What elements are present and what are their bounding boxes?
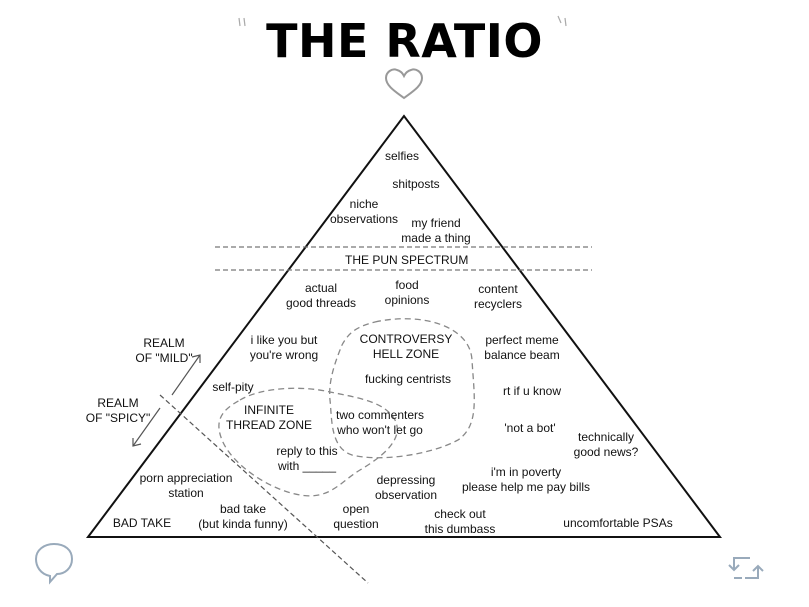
realm-spicy-label: REALM OF "SPICY"	[85, 396, 151, 425]
item-porn-appreciation: porn appreciation station	[139, 471, 233, 500]
item-bad-take-funny: bad take (but kinda funny)	[198, 502, 288, 531]
retweet-icon	[728, 557, 764, 579]
item-reply-to-this: reply to this with _____	[276, 444, 338, 473]
diagram-title: THE RATIO	[266, 14, 543, 68]
item-selfies: selfies	[384, 149, 420, 163]
item-open-question: open question	[333, 502, 379, 531]
item-content-recyclers: content recyclers	[473, 282, 523, 311]
spicy-arrow	[132, 407, 161, 447]
pun-spectrum-label: THE PUN SPECTRUM	[345, 253, 469, 267]
item-self-pity: self-pity	[212, 380, 254, 394]
item-controversy-hell-zone: CONTROVERSY HELL ZONE	[359, 332, 453, 361]
sparkle-marks	[238, 15, 567, 27]
reply-bubble-icon	[34, 542, 74, 585]
item-niche-observations: niche observations	[329, 197, 399, 226]
realm-mild-label: REALM OF "MILD"	[135, 336, 193, 365]
item-bad-take: BAD TAKE	[112, 516, 172, 530]
item-technically-good-news: technically good news?	[573, 430, 639, 459]
item-actual-good-threads: actual good threads	[285, 281, 357, 310]
item-shitposts: shitposts	[392, 177, 440, 191]
item-not-a-bot: 'not a bot'	[504, 421, 556, 435]
infinite-zone-outline	[218, 387, 398, 497]
item-perfect-meme: perfect meme balance beam	[484, 333, 560, 362]
item-i-like-you: i like you but you're wrong	[249, 333, 319, 362]
item-food-opinions: food opinions	[384, 278, 430, 307]
item-in-poverty: i'm in poverty please help me pay bills	[461, 465, 591, 494]
spicy-divider-line	[159, 394, 369, 584]
item-uncomfortable-psas: uncomfortable PSAs	[563, 516, 673, 530]
pyramid-outline	[85, 114, 723, 538]
controversy-zone-outline	[329, 318, 475, 459]
item-two-commenters: two commenters who won't let go	[335, 408, 425, 437]
item-fucking-centrists: fucking centrists	[364, 372, 452, 386]
item-friend-made-thing: my friend made a thing	[401, 216, 471, 245]
item-rt-if-u-know: rt if u know	[502, 384, 562, 398]
heart-icon	[384, 68, 424, 100]
item-check-out-dumbass: check out this dumbass	[424, 507, 496, 536]
mild-arrow	[171, 354, 201, 396]
item-depressing-observation: depressing observation	[374, 473, 438, 502]
item-infinite-thread-zone: INFINITE THREAD ZONE	[225, 403, 313, 432]
